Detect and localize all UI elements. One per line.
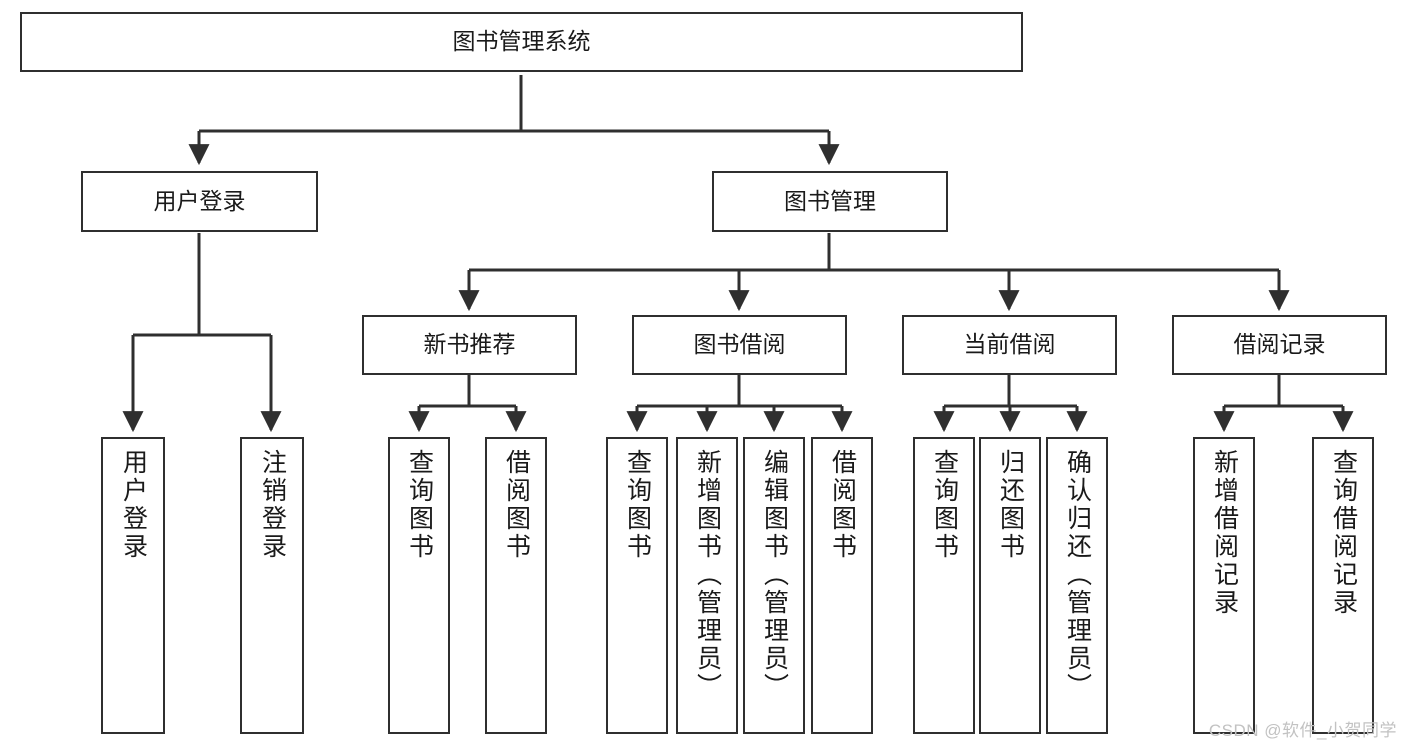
node-label: 图书借阅: [693, 331, 786, 358]
leaf-query-book-current[interactable]: 查询图书: [913, 437, 975, 734]
leaf-borrow-book-recommend[interactable]: 借阅图书: [485, 437, 547, 734]
node-new-book-recommend[interactable]: 新书推荐: [362, 315, 577, 375]
leaf-user-login[interactable]: 用户登录: [101, 437, 165, 734]
node-label: 借阅图书: [502, 449, 531, 561]
node-borrow-record[interactable]: 借阅记录: [1172, 315, 1387, 375]
node-label: 用户登录: [153, 187, 246, 214]
node-root-system[interactable]: 图书管理系统: [20, 12, 1023, 72]
node-book-manage[interactable]: 图书管理: [712, 171, 948, 232]
edge-userlogin-to-leaves: [122, 233, 282, 433]
edge-borrowrecord-to-leaves: [1213, 375, 1354, 433]
node-label: 查询图书: [930, 449, 959, 561]
node-book-borrow[interactable]: 图书借阅: [632, 315, 847, 375]
node-label: 图书管理: [784, 187, 876, 214]
leaf-edit-book-admin[interactable]: 编辑图书（管理员）: [743, 437, 805, 734]
node-label: 新书推荐: [423, 331, 516, 358]
node-label: 当前借阅: [963, 331, 1056, 358]
edge-bookborrow-to-leaves: [626, 375, 853, 433]
leaf-add-borrow-record[interactable]: 新增借阅记录: [1193, 437, 1255, 734]
node-label: 归还图书: [996, 449, 1025, 561]
leaf-borrow-book[interactable]: 借阅图书: [811, 437, 873, 734]
edge-currentborrow-to-leaves: [933, 375, 1088, 433]
node-label: 查询图书: [405, 449, 434, 561]
node-current-borrow[interactable]: 当前借阅: [902, 315, 1117, 375]
node-label: 图书管理系统: [452, 28, 591, 55]
node-label: 查询图书: [623, 449, 652, 561]
node-label: 借阅图书: [828, 449, 857, 561]
node-label: 新增图书（管理员）: [693, 449, 722, 701]
node-label: 编辑图书（管理员）: [760, 449, 789, 701]
node-label: 新增借阅记录: [1210, 449, 1239, 617]
leaf-user-logout[interactable]: 注销登录: [240, 437, 304, 734]
leaf-return-book[interactable]: 归还图书: [979, 437, 1041, 734]
node-label: 注销登录: [258, 449, 287, 561]
leaf-confirm-return-admin[interactable]: 确认归还（管理员）: [1046, 437, 1108, 734]
node-label: 借阅记录: [1233, 331, 1326, 358]
node-user-login[interactable]: 用户登录: [81, 171, 318, 232]
node-label: 确认归还（管理员）: [1063, 449, 1092, 701]
leaf-query-book-recommend[interactable]: 查询图书: [388, 437, 450, 734]
leaf-query-borrow-record[interactable]: 查询借阅记录: [1312, 437, 1374, 734]
leaf-add-book-admin[interactable]: 新增图书（管理员）: [676, 437, 738, 734]
edge-newbook-to-leaves: [408, 375, 527, 433]
edge-root-to-level1: [188, 75, 840, 166]
edge-bookmanage-to-level2: [458, 233, 1290, 312]
leaf-query-book-borrow[interactable]: 查询图书: [606, 437, 668, 734]
node-label: 查询借阅记录: [1329, 449, 1358, 617]
watermark-label: CSDN @软件_小贺同学: [1208, 721, 1397, 740]
node-label: 用户登录: [119, 449, 148, 561]
